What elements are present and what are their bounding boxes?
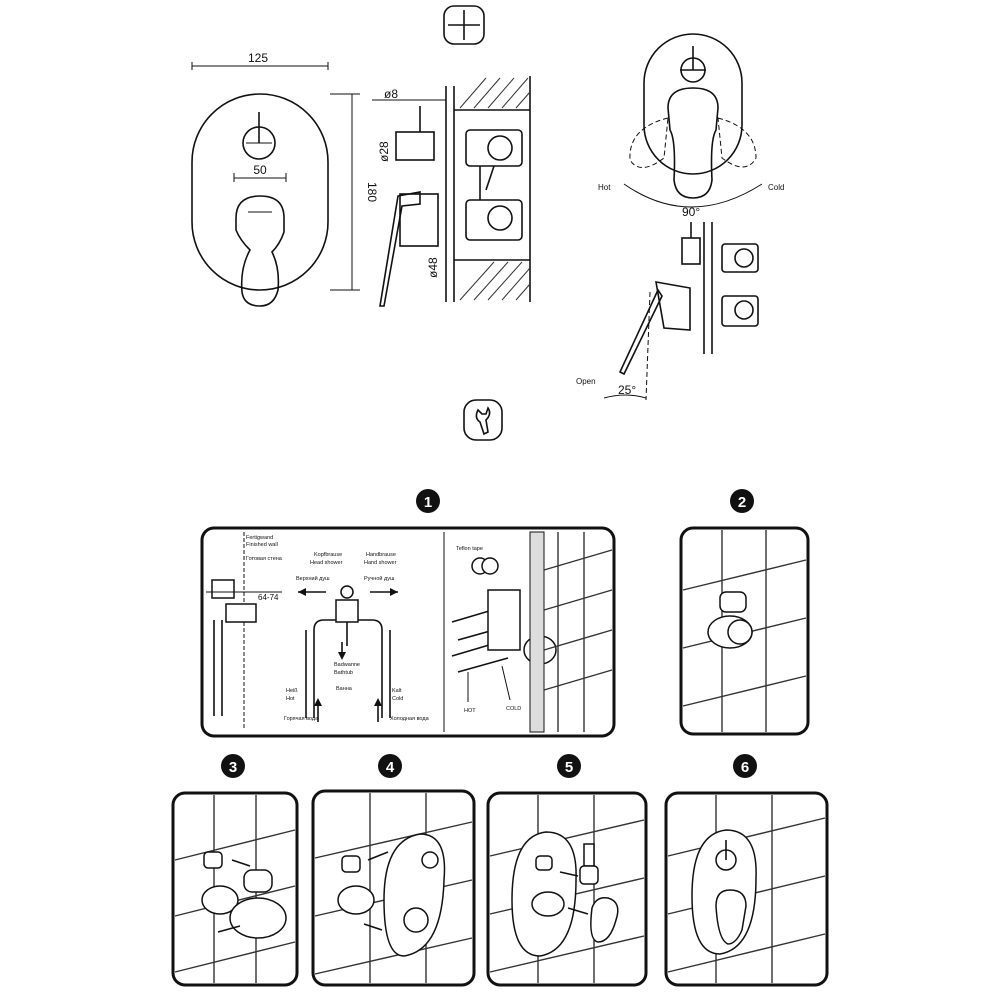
svg-text:Fertigwand: Fertigwand: [246, 535, 273, 541]
svg-text:Finished wall: Finished wall: [246, 542, 278, 548]
diameter-8-label: ø8: [384, 87, 398, 101]
side-view: ø8 ø28 ø48: [372, 76, 531, 307]
width-dimension: 125: [248, 51, 268, 65]
svg-text:5: 5: [565, 759, 573, 776]
step-1-badge: 1: [416, 489, 440, 513]
tilt-angle: 25°: [618, 383, 636, 397]
svg-text:Верхний душ: Верхний душ: [296, 575, 330, 582]
front-view: 125 180 50: [191, 51, 379, 307]
svg-text:Head shower: Head shower: [310, 560, 343, 566]
svg-text:Handbrause: Handbrause: [366, 552, 396, 558]
svg-text:COLD: COLD: [506, 706, 521, 712]
svg-text:3: 3: [229, 759, 237, 776]
step-6-panel: [664, 791, 829, 987]
cold-label: Cold: [768, 183, 784, 192]
svg-text:Hand shower: Hand shower: [364, 560, 397, 566]
svg-text:Холодная вода: Холодная вода: [390, 716, 430, 722]
svg-text:Kalt: Kalt: [392, 688, 402, 694]
step-1-panel: Fertigwand Finished wall Готовая стена K…: [200, 526, 616, 738]
svg-text:Hot: Hot: [286, 696, 295, 702]
svg-text:Горячая вода: Горячая вода: [284, 716, 319, 722]
lever-width-dimension: 50: [253, 163, 267, 177]
svg-text:Bathtub: Bathtub: [334, 670, 353, 676]
step-5-panel: [486, 791, 648, 987]
step-5-badge: 5: [557, 754, 581, 778]
step-3-panel: [171, 791, 299, 987]
svg-text:6: 6: [741, 759, 749, 776]
step-3-badge: 3: [221, 754, 245, 778]
svg-text:Готовая стена: Готовая стена: [246, 556, 283, 562]
svg-text:HOT: HOT: [464, 708, 476, 714]
svg-text:64-74: 64-74: [258, 593, 279, 602]
open-label: Open: [576, 377, 596, 386]
step-4-badge: 4: [378, 754, 402, 778]
rotation-diagram: Hot Cold 90°: [598, 33, 784, 219]
step-6-badge: 6: [733, 754, 757, 778]
svg-text:Ванна: Ванна: [336, 686, 353, 692]
svg-text:1: 1: [424, 494, 432, 511]
svg-text:2: 2: [738, 494, 746, 511]
step-2-badge: 2: [730, 489, 754, 513]
step-2-panel: [679, 526, 810, 736]
svg-text:Cold: Cold: [392, 696, 403, 702]
rotation-angle: 90°: [682, 205, 700, 219]
height-dimension: 180: [365, 182, 379, 202]
svg-text:Heiß: Heiß: [286, 688, 298, 694]
step-badges: 1 2 3 4 5 6: [221, 489, 757, 778]
svg-text:Badwanne: Badwanne: [334, 662, 360, 668]
svg-text:Teflon tape: Teflon tape: [456, 546, 483, 552]
crosshair-icon: [443, 5, 485, 45]
wrench-icon: [463, 399, 503, 441]
svg-text:Kopfbrause: Kopfbrause: [314, 552, 342, 558]
diameter-28-label: ø28: [377, 141, 391, 162]
tilt-diagram: Open 25°: [576, 222, 759, 401]
step-4-panel: [311, 789, 476, 987]
diameter-48-label: ø48: [426, 257, 440, 278]
svg-text:Ручной душ: Ручной душ: [364, 575, 395, 582]
hot-label: Hot: [598, 183, 611, 192]
svg-text:4: 4: [386, 759, 395, 776]
